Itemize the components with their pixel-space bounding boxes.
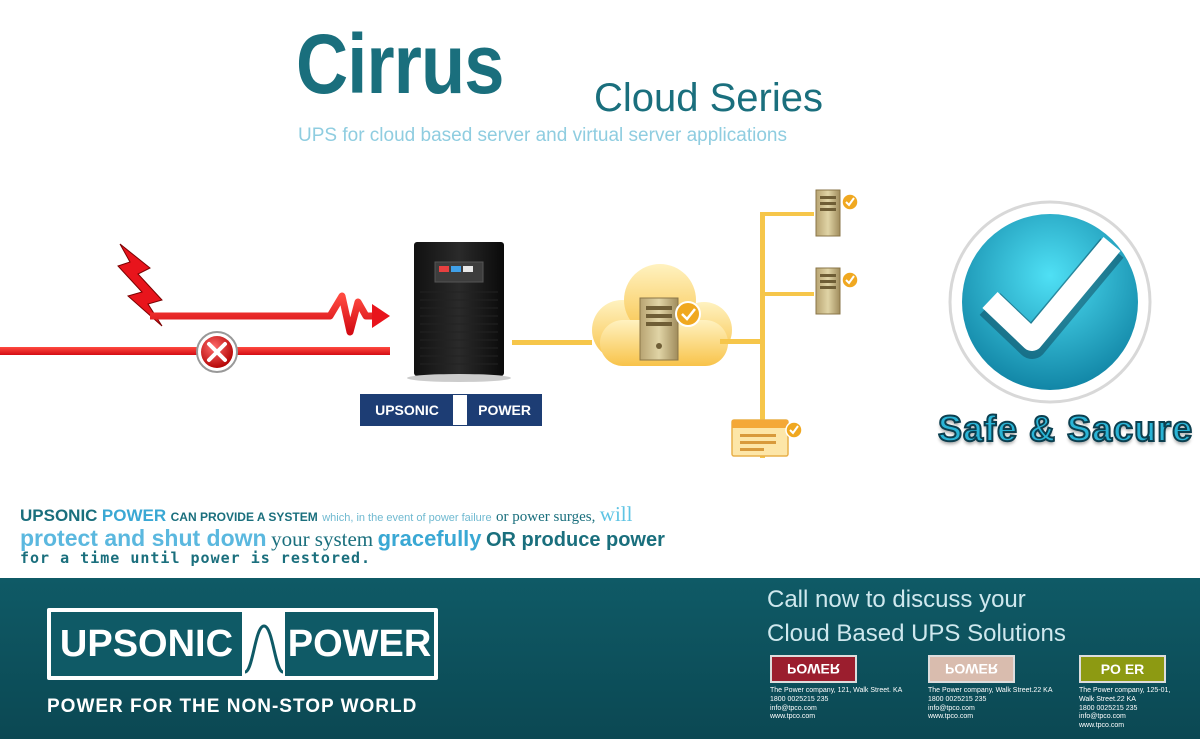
footer-logo-left: UPSONIC xyxy=(51,612,242,676)
server-icon xyxy=(639,297,679,361)
contact-phone: 1800 0025215 235 xyxy=(1079,704,1138,712)
branch-2 xyxy=(760,292,814,296)
server-icon xyxy=(815,267,841,315)
para-t1: CAN PROVIDE A SYSTEM xyxy=(170,510,318,524)
contact-card: POWER The Power company, 121, Walk Stree… xyxy=(770,655,902,722)
call-line-1: Call now to discuss your xyxy=(767,586,1026,613)
para-t5: protect and shut down xyxy=(20,524,267,551)
big-check-icon xyxy=(948,200,1152,404)
lightning-icon xyxy=(117,243,163,327)
contact-badge: POWER xyxy=(770,655,857,683)
contact-card: PO ER The Power company, 125-01, Walk St… xyxy=(1079,655,1170,731)
contact-web: www.tpco.com xyxy=(770,713,816,721)
contact-address: The Power company, 125-01, xyxy=(1079,687,1171,694)
contact-web: www.tpco.com xyxy=(1079,722,1125,729)
card-icon xyxy=(731,419,789,457)
ups-brand-logo: UPSONIC POWER xyxy=(360,394,542,426)
footer-logo-right: POWER xyxy=(285,612,434,676)
para-t9: for a time until power is restored. xyxy=(20,548,372,567)
para-t3: or power surges, xyxy=(496,509,596,525)
ups-brand-right: POWER xyxy=(467,395,541,425)
ups-tower-icon xyxy=(407,242,511,382)
call-line-2: Cloud Based UPS Solutions xyxy=(767,620,1066,647)
para-t2: which, in the event of power failure xyxy=(322,512,492,524)
contact-email: info@tpco.com xyxy=(928,704,975,712)
check-badge-icon xyxy=(841,271,859,289)
contact-card: POWER The Power company, Walk Street.22 … xyxy=(928,655,1053,722)
contact-web: www.tpco.com xyxy=(928,713,974,721)
wave-icon xyxy=(244,624,284,674)
contact-badge: POWER xyxy=(928,655,1015,683)
footer-brand-logo: UPSONIC POWER xyxy=(47,608,438,680)
contact-address: The Power company, 121, Walk Street. KA xyxy=(770,687,903,694)
series-title: Cloud Series xyxy=(594,76,824,120)
branch-1 xyxy=(760,212,814,216)
cloud-to-servers-cable xyxy=(720,339,764,344)
contact-email: info@tpco.com xyxy=(1079,713,1126,721)
ups-brand-left: UPSONIC xyxy=(361,395,453,425)
safe-secure-label: Safe & Sacure xyxy=(937,407,1194,450)
power-line xyxy=(0,347,390,355)
contact-email: info@tpco.com xyxy=(770,704,817,712)
check-badge-icon xyxy=(841,193,859,211)
check-badge-icon xyxy=(675,301,701,327)
contact-address-2: Walk Street.22 KA xyxy=(1079,695,1136,703)
brand-word-b: POWER xyxy=(101,506,167,525)
surge-arrow-icon xyxy=(372,304,390,328)
error-x-icon xyxy=(196,331,238,373)
description-paragraph: UPSONIC POWER CAN PROVIDE A SYSTEM which… xyxy=(20,503,680,568)
brand-word-a: UPSONIC xyxy=(20,506,98,525)
para-t6: your system xyxy=(271,526,374,551)
ups-to-cloud-cable xyxy=(512,340,592,345)
page-subtitle: UPS for cloud based server and virtual s… xyxy=(298,125,787,146)
server-icon xyxy=(815,189,841,237)
distribution-trunk xyxy=(760,212,765,458)
contact-badge: PO ER xyxy=(1079,655,1166,683)
page-title: Cirrus xyxy=(296,17,504,111)
contact-address: The Power company, Walk Street.22 KA xyxy=(928,687,1053,694)
para-t8: OR produce power xyxy=(485,528,665,551)
para-t7: gracefully xyxy=(377,525,482,551)
contact-phone: 1800 0025215 235 xyxy=(928,695,987,703)
power-diagram xyxy=(0,189,1152,458)
surge-line xyxy=(150,292,376,336)
para-t4: will xyxy=(599,502,633,526)
check-badge-icon xyxy=(785,421,803,439)
footer-tagline: POWER FOR THE NON-STOP WORLD xyxy=(47,696,418,717)
contact-phone: 1800 0025215 235 xyxy=(770,695,829,703)
